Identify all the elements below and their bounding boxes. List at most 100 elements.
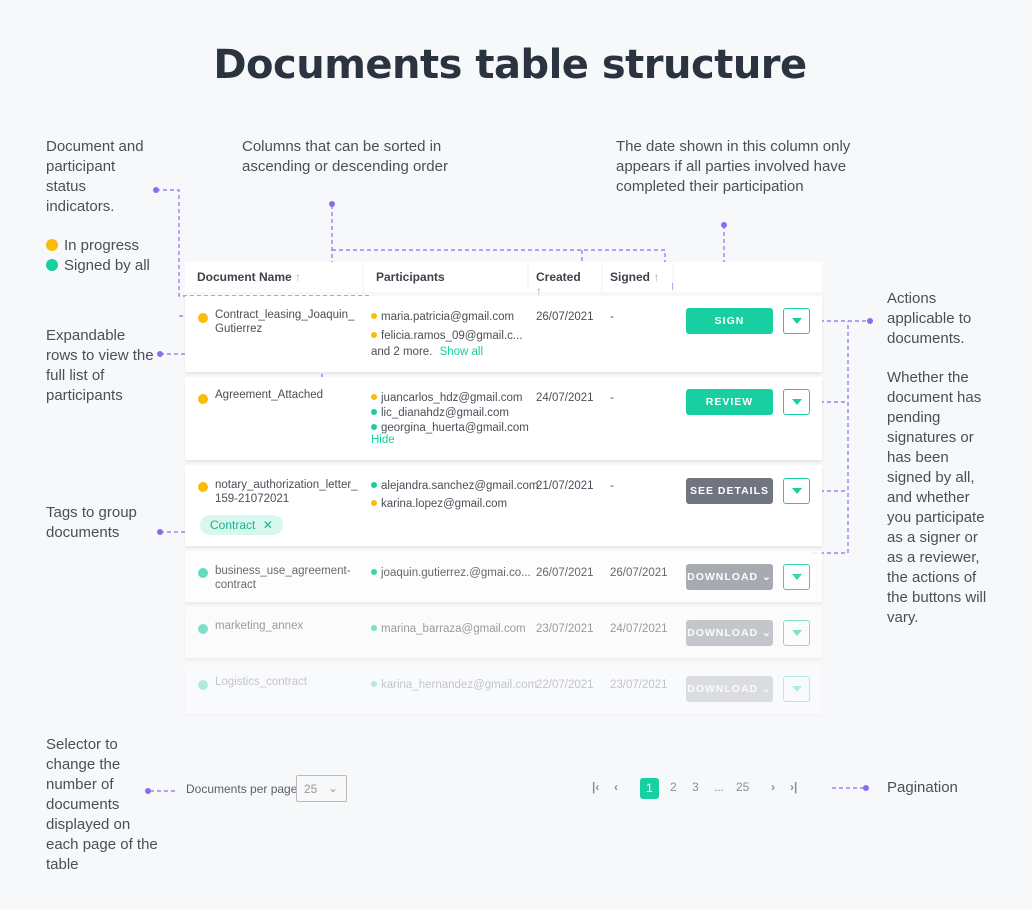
chevron-down-icon: ⌄ (762, 683, 772, 695)
participant-email: joaquin.gutierrez.@gmai.co... (381, 567, 531, 579)
close-icon[interactable]: ✕ (262, 518, 273, 532)
more-participants-text: and 2 more. (371, 346, 433, 358)
sign-button[interactable]: SIGN (686, 308, 773, 334)
sort-arrow-icon[interactable]: ↑ (653, 270, 660, 284)
document-name[interactable]: Logistics_contract (215, 676, 308, 688)
table-row[interactable]: business_use_agreement-contract joaquin.… (185, 551, 822, 602)
legend-in-progress: In progress (46, 236, 139, 256)
chevron-down-icon: ⌄ (762, 627, 772, 639)
note-buttons: Whether the document has pending signatu… (887, 369, 987, 626)
created-date: 26/07/2021 (536, 567, 594, 579)
page-3-button[interactable]: 3 (692, 780, 699, 794)
created-date: 23/07/2021 (536, 623, 594, 635)
signed-date: 26/07/2021 (610, 567, 668, 579)
status-dot-icon (371, 569, 377, 575)
participant: lic_dianahdz@gmail.com (371, 406, 509, 420)
status-dot-icon (371, 482, 377, 488)
status-dot-icon (198, 482, 208, 492)
page-2-button[interactable]: 2 (670, 780, 677, 794)
participant-email: juancarlos_hdz@gmail.com (381, 392, 523, 404)
note-pagination: Pagination (887, 779, 958, 796)
participant: marina_barraza@gmail.com (371, 622, 526, 636)
participant: georgina_huerta@gmail.com (371, 421, 529, 435)
status-dot-icon (371, 313, 377, 319)
per-page-value: 25 (304, 782, 318, 796)
page-25-button[interactable]: 25 (736, 780, 750, 794)
download-button[interactable]: DOWNLOAD (687, 627, 759, 639)
status-dot-icon (371, 424, 377, 430)
table-row[interactable]: Agreement_Attached juancarlos_hdz@gmail.… (185, 377, 822, 460)
document-name[interactable]: Agreement_Attached (215, 389, 324, 401)
tag-chip[interactable]: Contract ✕ (200, 515, 283, 535)
column-header-signed[interactable]: Signed ↑ (603, 262, 672, 292)
signed-date: 24/07/2021 (610, 623, 668, 635)
sort-arrow-icon[interactable]: ↑ (536, 284, 542, 298)
document-name[interactable]: marketing_annex (215, 620, 304, 632)
participant: karina.lopez@gmail.com (371, 497, 507, 511)
row-dropdown-button[interactable] (783, 389, 810, 415)
participant: joaquin.gutierrez.@gmai.co... (371, 566, 531, 580)
header-label: Document Name (197, 270, 292, 284)
yellow-dot-icon (46, 239, 58, 251)
next-page-icon[interactable]: › (771, 780, 775, 794)
download-button[interactable]: DOWNLOAD (687, 571, 759, 583)
created-date: 26/07/2021 (536, 311, 594, 323)
row-dropdown-button[interactable] (783, 676, 810, 702)
legend-label: Signed by all (64, 257, 150, 274)
status-dot-icon (198, 568, 208, 578)
participant: karina_hernandez@gmail.com (371, 678, 537, 692)
signed-date: - (610, 311, 614, 323)
status-dot-icon (371, 681, 377, 687)
status-dot-icon (371, 409, 377, 415)
created-date: 22/07/2021 (536, 679, 594, 691)
column-header-actions (674, 262, 822, 292)
row-dropdown-button[interactable] (783, 620, 810, 646)
note-selector: Selector to change the number of documen… (46, 736, 158, 873)
chevron-down-icon: ⌄ (327, 781, 338, 795)
participant-email: marina_barraza@gmail.com (381, 623, 526, 635)
header-label: Created (536, 270, 581, 284)
status-dot-icon (198, 680, 208, 690)
column-header-created[interactable]: Created ↑ (529, 262, 601, 298)
note-status: Document and participant status indicato… (46, 138, 144, 215)
status-dot-icon (371, 500, 377, 506)
sort-arrow-icon[interactable]: ↑ (295, 270, 302, 284)
hide-link[interactable]: Hide (371, 434, 395, 446)
see-details-button[interactable]: SEE DETAILS (686, 478, 773, 504)
participant-email: maria.patricia@gmail.com (381, 311, 515, 323)
review-button[interactable]: REVIEW (686, 389, 773, 415)
document-name[interactable]: Contract_leasing_Joaquin_Gutierrez (215, 309, 355, 335)
table-row[interactable]: notary_authorization_letter_159-21072021… (185, 465, 822, 546)
note-date: The date shown in this column only appea… (616, 138, 851, 195)
header-label: Participants (376, 270, 445, 284)
document-name[interactable]: notary_authorization_letter_159-21072021 (215, 479, 358, 505)
table-row[interactable]: Logistics_contract karina_hernandez@gmai… (185, 663, 822, 714)
participant-email: felicia.ramos_09@gmail.c... (381, 330, 523, 342)
document-name[interactable]: business_use_agreement-contract (215, 565, 351, 591)
status-dot-icon (198, 624, 208, 634)
column-header-participants: Participants (364, 262, 527, 292)
table-row[interactable]: marketing_annex marina_barraza@gmail.com… (185, 607, 822, 658)
row-dropdown-button[interactable] (783, 564, 810, 590)
column-header-document-name[interactable]: Document Name ↑ (185, 262, 362, 292)
last-page-icon[interactable]: ›| (790, 780, 798, 794)
table-row[interactable]: Contract_leasing_Joaquin_Gutierrez maria… (185, 296, 822, 372)
participant: alejandra.sanchez@gmail.com (371, 479, 538, 493)
first-page-icon[interactable]: |‹ (592, 780, 600, 794)
row-dropdown-button[interactable] (783, 478, 810, 504)
page-title: Documents table structure (213, 42, 807, 88)
download-button[interactable]: DOWNLOAD (687, 683, 759, 695)
header-label: Signed (610, 270, 651, 284)
per-page-label: Documents per page (186, 782, 298, 796)
signed-date: - (610, 392, 614, 404)
note-tags: Tags to group documents (46, 504, 137, 541)
page-1-button[interactable]: 1 (640, 778, 659, 799)
per-page-select[interactable]: 25 ⌄ (296, 775, 347, 802)
status-dot-icon (198, 313, 208, 323)
prev-page-icon[interactable]: ‹ (614, 780, 618, 794)
show-all-link[interactable]: Show all (439, 346, 484, 358)
participant: juancarlos_hdz@gmail.com (371, 391, 522, 405)
tag-label: Contract (210, 518, 256, 532)
row-dropdown-button[interactable] (783, 308, 810, 334)
status-dot-icon (371, 332, 377, 338)
